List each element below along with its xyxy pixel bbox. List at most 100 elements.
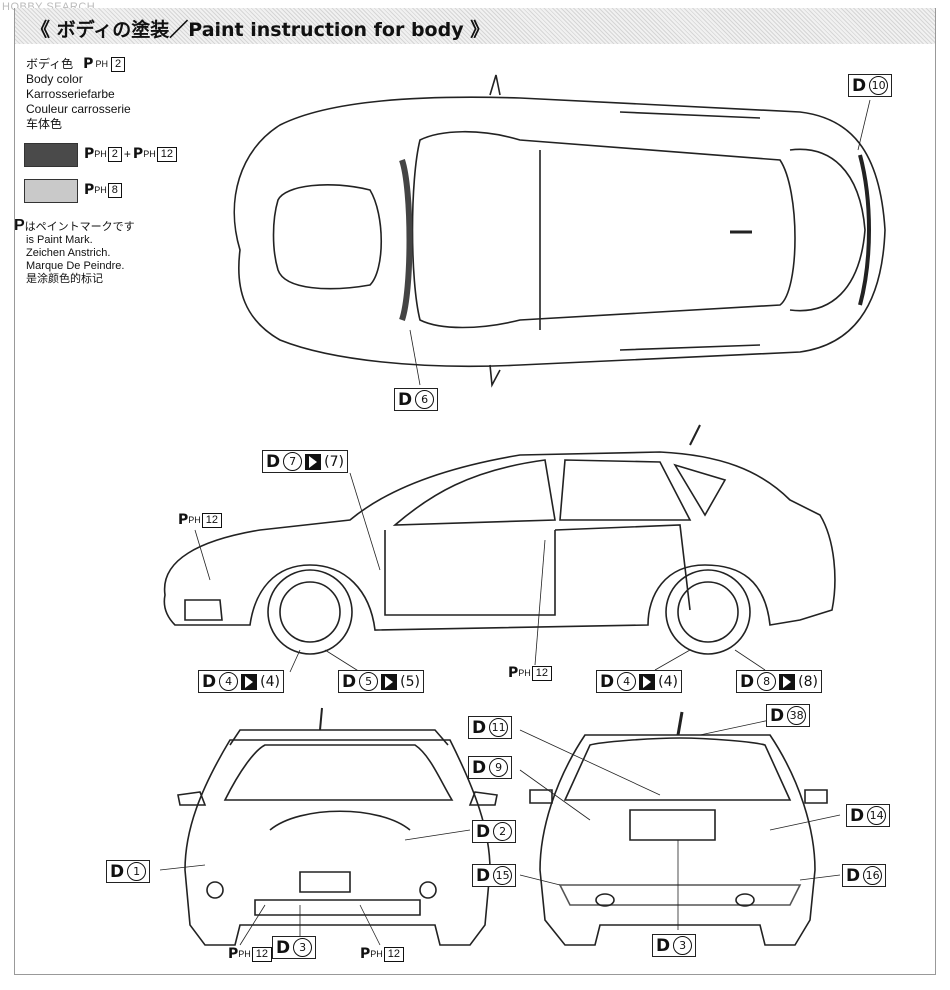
decal-sheet-icon [779, 673, 796, 690]
legend-line-ja: ボディ色 [26, 57, 74, 71]
callout-number: 15 [493, 866, 513, 885]
front-view-car [177, 707, 498, 946]
ph-number: 2 [107, 146, 122, 162]
decal-d-letter: D [852, 75, 867, 96]
decal-d-letter: D [472, 757, 487, 778]
callout-number-paren: (4) [658, 673, 678, 690]
callout-number: 6 [415, 390, 435, 409]
paint-mark-icon: P [178, 512, 189, 528]
callout-number: 11 [489, 718, 509, 737]
paint-note-de: Zeichen Anstrich. [26, 247, 111, 259]
ph-label: PH [94, 149, 107, 159]
callout-number-paren: (8) [798, 673, 818, 690]
paint-note-en: is Paint Mark. [26, 234, 93, 246]
paint-mark-icon: P [83, 56, 94, 72]
callout-number: 16 [863, 866, 883, 885]
callout-number: 8 [757, 672, 777, 691]
ph-label: PH [95, 59, 108, 69]
callout-number: 4 [617, 672, 637, 691]
decal-d-letter: D [110, 861, 125, 882]
decal-d-letter: D [476, 821, 491, 842]
header-title: 《 ボディの塗装／Paint instruction for body 》 [31, 19, 490, 41]
callout-number: 7 [283, 452, 303, 471]
callout-number: 3 [673, 936, 693, 955]
decal-d-letter: D [740, 671, 755, 692]
callout-number: 5 [359, 672, 379, 691]
top-view-car [233, 74, 886, 388]
decal-sheet-icon [639, 673, 656, 690]
rear-view-car [529, 711, 828, 946]
paint-mark-icon: P [228, 946, 239, 962]
swatch-light [24, 179, 78, 203]
decal-d-letter: D [600, 671, 615, 692]
decal-d-letter: D [398, 389, 413, 410]
decal-d-letter: D [202, 671, 217, 692]
legend-line-de: Karrosseriefarbe [26, 87, 115, 101]
section-header: 《 ボディの塗装／Paint instruction for body 》 [14, 8, 936, 44]
callout-number: 3 [293, 938, 313, 957]
callout-number: 14 [867, 806, 887, 825]
decal-sheet-icon [305, 453, 322, 470]
legend-line-fr: Couleur carrosserie [26, 102, 131, 116]
paint-mark-icon: P [132, 146, 144, 162]
paint-note-ja: はペイントマークです [24, 221, 135, 233]
legend-line-zh: 车体色 [26, 117, 63, 131]
callout-number: 38 [787, 706, 807, 725]
ph-label: PH [370, 949, 383, 959]
paint-mark-note: Pはペイントマークです is Paint Mark. Zeichen Anstr… [14, 217, 135, 286]
ph-number: 12 [383, 946, 405, 962]
decal-d-letter: D [266, 451, 281, 472]
paint-mark-icon: P [84, 146, 95, 162]
decal-d-letter: D [476, 865, 491, 886]
decal-d-letter: D [846, 865, 861, 886]
ph-number: 12 [531, 665, 553, 681]
paint-mark-icon: P [508, 665, 519, 681]
swatch-dark [24, 143, 78, 167]
callout-number-paren: (7) [324, 453, 344, 470]
decal-d-letter: D [850, 805, 865, 826]
page-frame [14, 44, 936, 975]
callout-number: 10 [869, 76, 889, 95]
plus-sign: + [123, 147, 131, 161]
decal-sheet-icon [241, 673, 258, 690]
ph-label: PH [143, 149, 156, 159]
callout-number: 1 [127, 862, 147, 881]
paint-mark-icon: P [14, 217, 25, 234]
ph-label: PH [94, 185, 107, 195]
ph-number: 8 [107, 182, 122, 198]
ph-label: PH [518, 668, 531, 678]
decal-d-letter: D [342, 671, 357, 692]
paint-mark-icon: P [360, 946, 371, 962]
legend-line-en: Body color [26, 72, 83, 86]
callout-number-paren: (5) [400, 673, 420, 690]
decal-d-letter: D [770, 705, 785, 726]
ph-number: 12 [201, 512, 223, 528]
paint-note-zh: 是涂颜色的标记 [26, 273, 103, 285]
decal-sheet-icon [381, 673, 398, 690]
decal-d-letter: D [656, 935, 671, 956]
paint-note-fr: Marque De Peindre. [26, 260, 125, 272]
